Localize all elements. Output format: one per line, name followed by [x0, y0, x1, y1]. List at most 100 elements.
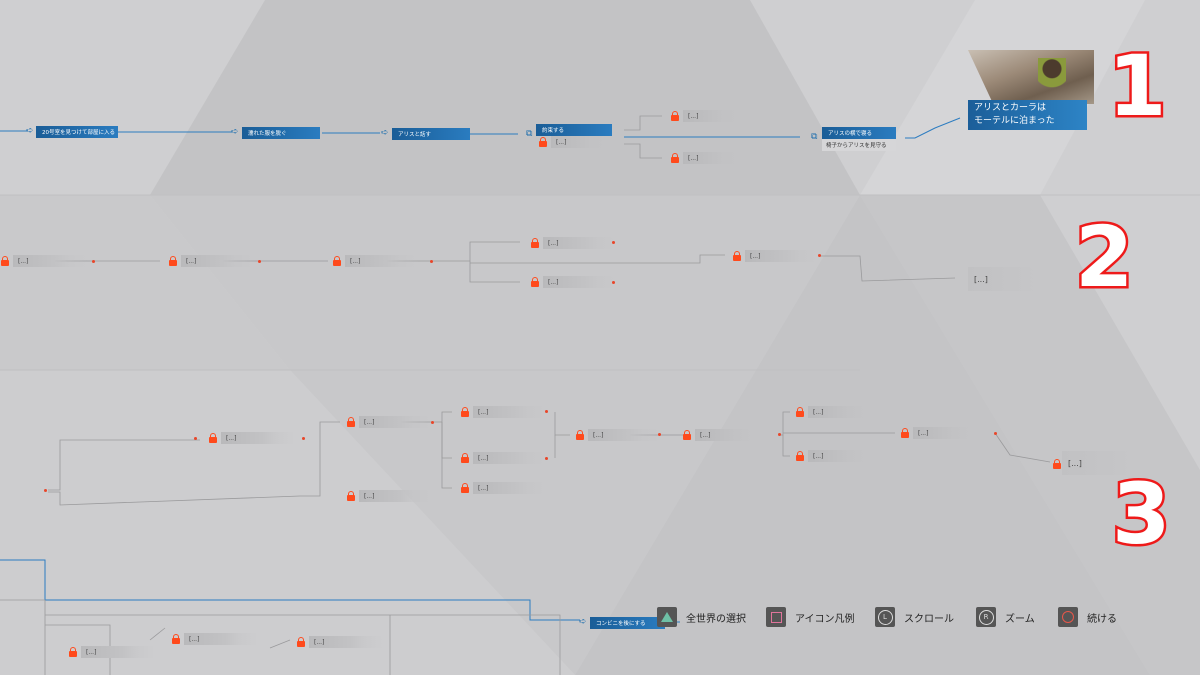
locked-label: [...]	[473, 482, 547, 494]
locked-node[interactable]: [...]	[530, 276, 617, 288]
locked-node[interactable]: [...]	[346, 490, 433, 502]
connector-dot	[612, 241, 615, 244]
locked-label: [...]	[543, 276, 617, 288]
flow-node-undress[interactable]: 濡れた服を脱ぐ	[242, 127, 320, 139]
lock-icon	[460, 407, 470, 417]
hint-continue[interactable]: 続ける	[1058, 605, 1117, 629]
hint-zoom[interactable]: R ズーム	[976, 605, 1035, 629]
locked-label: [...]	[221, 432, 295, 444]
locked-node[interactable]: [...]	[732, 250, 819, 262]
lock-icon	[296, 637, 306, 647]
l-stick-glyph: L	[878, 610, 893, 625]
choice-icon: ⧉	[526, 130, 535, 138]
locked-node[interactable]: [...]	[171, 633, 258, 645]
locked-node[interactable]: [...]	[168, 255, 255, 267]
locked-label: [...]	[473, 406, 547, 418]
lock-icon	[460, 453, 470, 463]
section-number-1: 1	[1108, 44, 1166, 128]
locked-node[interactable]: [...]	[68, 646, 155, 658]
locked-node[interactable]: [...]	[460, 482, 547, 494]
locked-ending-2[interactable]: [...]	[968, 267, 1088, 291]
flow-node-talk-alice[interactable]: アリスと話す	[392, 128, 470, 140]
locked-node[interactable]: [...]	[208, 432, 295, 444]
flow-node-promise[interactable]: 約束する	[536, 124, 612, 136]
r-stick-icon: R	[976, 607, 996, 627]
lock-icon	[538, 137, 548, 147]
lock-icon	[346, 491, 356, 501]
connector-dot	[44, 489, 47, 492]
connector-dot	[545, 457, 548, 460]
connector-dot	[994, 432, 997, 435]
lock-icon	[346, 417, 356, 427]
locked-label: [...]	[309, 636, 383, 648]
hint-label: アイコン凡例	[795, 610, 855, 625]
locked-label: [...]	[1068, 459, 1082, 468]
hint-label: 全世界の選択	[686, 610, 746, 625]
connector-dot	[258, 260, 261, 263]
connector-dot	[92, 260, 95, 263]
locked-label: [...]	[974, 275, 988, 284]
move-arrow-icon: ➪	[26, 127, 35, 135]
move-arrow-icon: ➪	[231, 128, 240, 136]
locked-node[interactable]: [...]	[460, 406, 547, 418]
flow-node-find-room[interactable]: 20号室を見つけて部屋に入る	[36, 126, 118, 138]
locked-node[interactable]: [...]	[682, 429, 769, 441]
lock-icon	[68, 647, 78, 657]
move-arrow-icon: ➪	[579, 618, 588, 626]
connector-dot	[612, 281, 615, 284]
lock-icon	[171, 634, 181, 644]
locked-node[interactable]: [...]	[332, 255, 419, 267]
lock-icon	[168, 256, 178, 266]
ending-motel[interactable]: アリスとカーラは モーテルに泊まった	[968, 100, 1087, 130]
locked-node[interactable]: [...]	[538, 136, 625, 148]
locked-node[interactable]: [...]	[795, 450, 882, 462]
hint-scroll[interactable]: L スクロール	[875, 605, 954, 629]
connector-dot	[778, 433, 781, 436]
locked-label: [...]	[13, 255, 87, 267]
lock-icon	[670, 153, 680, 163]
lock-icon	[1052, 459, 1062, 469]
section-number-3: 3	[1112, 472, 1170, 556]
locked-label: [...]	[913, 427, 987, 439]
hint-label: ズーム	[1005, 610, 1035, 625]
flow-node-sleep-beside[interactable]: アリスの横で寝る	[822, 127, 896, 139]
locked-node[interactable]: [...]	[670, 110, 757, 122]
locked-node[interactable]: [...]	[530, 237, 617, 249]
lock-icon	[530, 277, 540, 287]
lock-icon	[795, 407, 805, 417]
locked-node[interactable]: [...]	[0, 255, 87, 267]
locked-label: [...]	[808, 450, 882, 462]
lock-icon	[732, 251, 742, 261]
lock-icon	[575, 430, 585, 440]
hint-icon-legend[interactable]: アイコン凡例	[766, 605, 855, 629]
locked-label: [...]	[695, 429, 769, 441]
hint-world-choices[interactable]: 全世界の選択	[657, 605, 746, 629]
flow-node-watch-from-chair[interactable]: 椅子からアリスを見守る	[822, 139, 896, 151]
hint-label: スクロール	[904, 610, 954, 625]
connector-dot	[302, 437, 305, 440]
locked-label: [...]	[808, 406, 882, 418]
locked-node[interactable]: [...]	[900, 427, 987, 439]
locked-label: [...]	[683, 152, 757, 164]
locked-node[interactable]: [...]	[575, 429, 662, 441]
l-stick-icon: L	[875, 607, 895, 627]
connector-dot	[430, 260, 433, 263]
choice-icon: ⧉	[811, 133, 820, 141]
locked-node[interactable]	[1052, 458, 1065, 470]
locked-node[interactable]: [...]	[296, 636, 383, 648]
locked-node[interactable]: [...]	[346, 416, 433, 428]
lock-icon	[670, 111, 680, 121]
square-button-icon	[766, 607, 786, 627]
move-arrow-icon: ➪	[381, 129, 390, 137]
locked-node[interactable]: [...]	[670, 152, 757, 164]
locked-label: [...]	[543, 237, 617, 249]
r-stick-glyph: R	[979, 610, 994, 625]
ending-line-2: モーテルに泊まった	[974, 115, 1081, 128]
lock-icon	[208, 433, 218, 443]
locked-node[interactable]: [...]	[795, 406, 882, 418]
flow-node-leave-store[interactable]: コンビニを後にする	[590, 617, 665, 629]
locked-label: [...]	[473, 452, 547, 464]
locked-node[interactable]: [...]	[460, 452, 547, 464]
connector-dot	[545, 410, 548, 413]
connector-dot	[194, 437, 197, 440]
